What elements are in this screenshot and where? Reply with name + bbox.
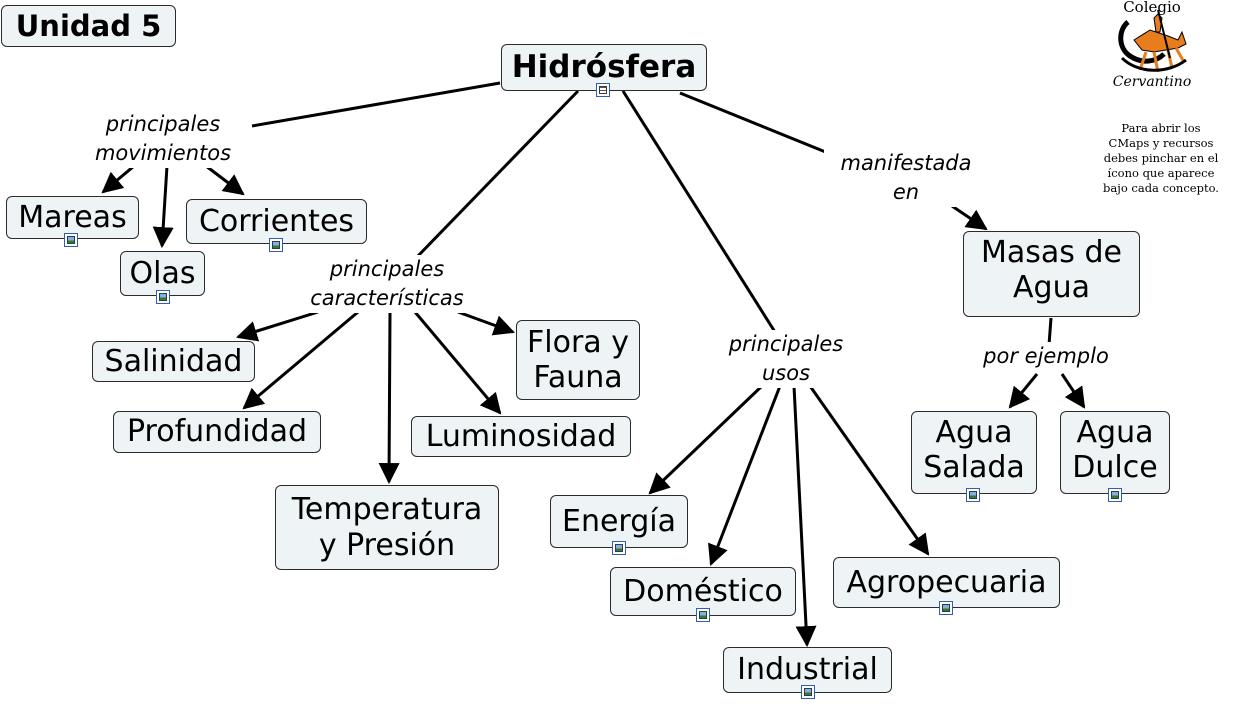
logo-top-text: Colegio xyxy=(1123,0,1181,16)
arrow-to-temperatura xyxy=(378,311,400,485)
instructions-note: Para abrir los CMaps y recursos debes pi… xyxy=(1103,121,1219,195)
resource-icon-agropecuaria[interactable] xyxy=(939,601,953,615)
arrow-to-salada xyxy=(1008,373,1039,409)
concept-industrial[interactable]: Industrial xyxy=(723,647,892,693)
resource-icon-industrial[interactable] xyxy=(801,685,815,699)
horse-rider-emblem xyxy=(1118,9,1187,73)
unit-title: Unidad 5 xyxy=(1,5,176,47)
arrow-to-industrial xyxy=(792,385,817,648)
arrow-to-masas xyxy=(951,204,988,231)
link-label-movimientos: principales movimientos xyxy=(80,110,246,168)
concept-map-link-icon[interactable] xyxy=(596,83,610,97)
link-label-caracteristicas: principales características xyxy=(292,255,482,313)
arrow-to-salinidad xyxy=(235,310,319,342)
link-root-caracteristicas xyxy=(414,89,580,260)
logo-bottom-text: Cervantino xyxy=(1112,74,1192,90)
resource-icon-agua-salada[interactable] xyxy=(966,488,980,502)
concept-salinidad[interactable]: Salinidad xyxy=(92,341,255,382)
school-logo: Colegio Cervantino xyxy=(1098,0,1206,96)
concept-temperatura-presion[interactable]: Temperatura y Presión xyxy=(275,485,499,570)
link-root-manifestada xyxy=(679,91,829,155)
concept-agropecuaria[interactable]: Agropecuaria xyxy=(833,557,1060,608)
resource-icon-corrientes[interactable] xyxy=(269,238,283,252)
resource-icon-olas[interactable] xyxy=(156,290,170,304)
arrow-to-energia xyxy=(648,384,764,495)
link-label-usos: principales usos xyxy=(712,330,860,388)
link-root-movimientos xyxy=(251,81,501,128)
concept-profundidad[interactable]: Profundidad xyxy=(113,411,321,453)
link-masas-ejemplo xyxy=(1047,317,1053,346)
concept-mareas[interactable]: Mareas xyxy=(6,196,139,239)
arrow-to-corrientes xyxy=(205,164,245,196)
link-root-usos xyxy=(621,90,777,333)
arrow-to-domestico xyxy=(708,385,782,566)
concept-flora-fauna[interactable]: Flora y Fauna xyxy=(516,320,640,400)
concept-energia[interactable]: Energía xyxy=(550,495,688,548)
concept-agua-dulce[interactable]: Agua Dulce xyxy=(1060,411,1170,494)
concept-corrientes[interactable]: Corrientes xyxy=(186,199,367,244)
link-label-ejemplo: por ejemplo xyxy=(968,342,1124,371)
resource-icon-domestico[interactable] xyxy=(696,608,710,622)
concept-masas-de-agua[interactable]: Masas de Agua xyxy=(963,231,1140,317)
arrow-to-mareas xyxy=(101,164,135,194)
arrow-to-dulce xyxy=(1060,373,1086,409)
resource-icon-agua-dulce[interactable] xyxy=(1108,488,1122,502)
link-label-manifestada: manifestada en xyxy=(824,149,988,207)
arrow-to-flora xyxy=(457,310,515,336)
concept-agua-salada[interactable]: Agua Salada xyxy=(911,411,1037,494)
concept-domestico[interactable]: Doméstico xyxy=(610,567,796,616)
concept-luminosidad[interactable]: Luminosidad xyxy=(411,416,631,457)
concept-olas[interactable]: Olas xyxy=(120,251,205,296)
arrow-to-olas xyxy=(152,165,174,249)
resource-icon-mareas[interactable] xyxy=(64,233,78,247)
arrow-to-profundidad xyxy=(242,310,359,410)
arrow-to-agropecuaria xyxy=(808,385,930,556)
arrow-to-luminosidad xyxy=(413,311,502,415)
resource-icon-energia[interactable] xyxy=(612,541,626,555)
